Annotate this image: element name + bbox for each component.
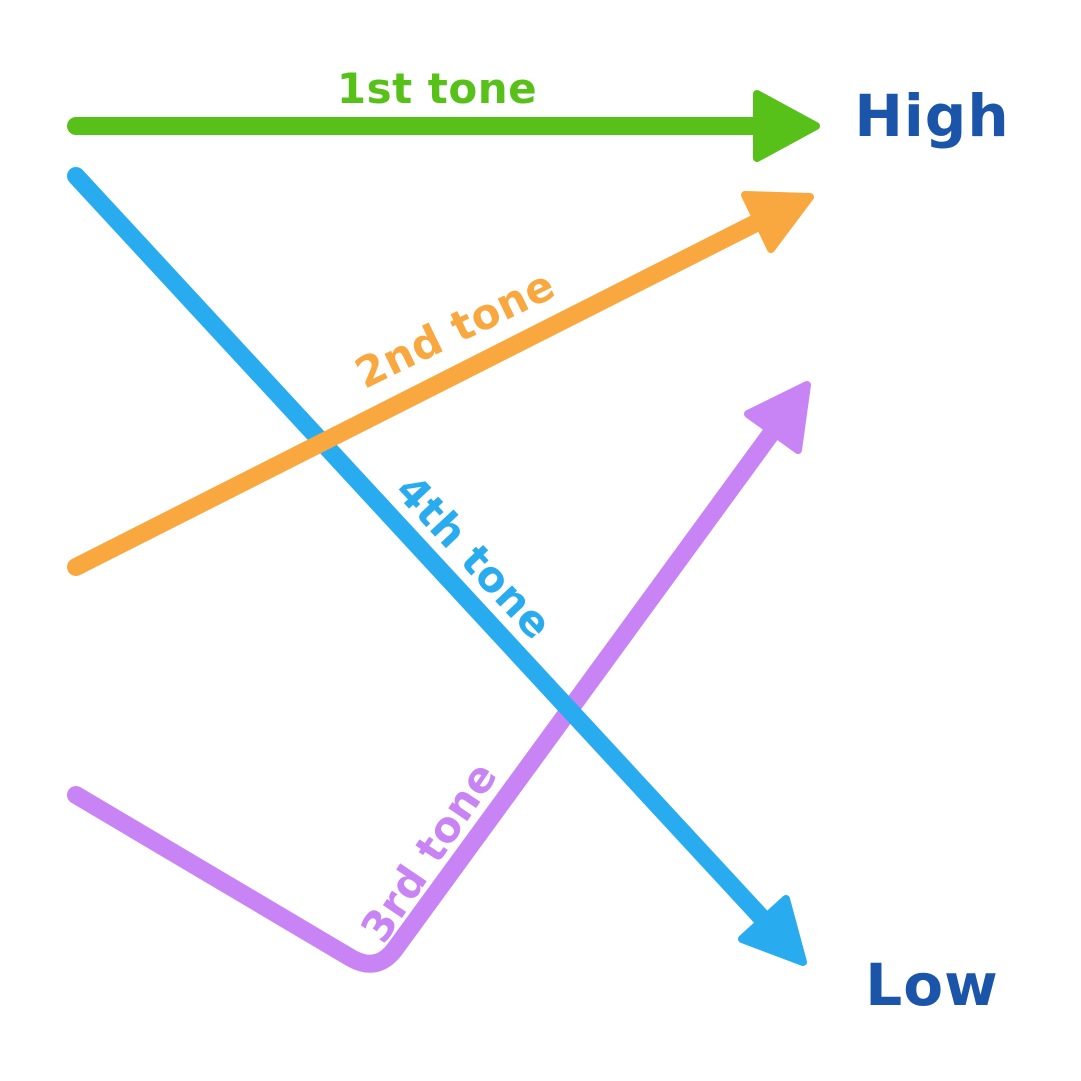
first-tone-label: 1st tone [337,64,537,113]
fourth-tone-arrowhead [738,895,807,966]
third-tone-label: 3rd tone [351,753,507,951]
first-tone-arrow-group: 1st tone [67,64,820,162]
third-tone-arrowhead [744,381,811,454]
second-tone-arrowhead [741,191,814,253]
second-tone-arrow-shaft [67,215,763,576]
low-label: Low [865,951,998,1019]
fourth-tone-label: 4th tone [386,465,562,648]
first-tone-arrowhead [753,90,820,162]
third-tone-arrow-group: 3rd tone [67,381,811,973]
fourth-tone-arrow-shaft [67,167,770,926]
third-tone-arrow-shaft [67,426,779,973]
high-label: High [854,82,1009,150]
